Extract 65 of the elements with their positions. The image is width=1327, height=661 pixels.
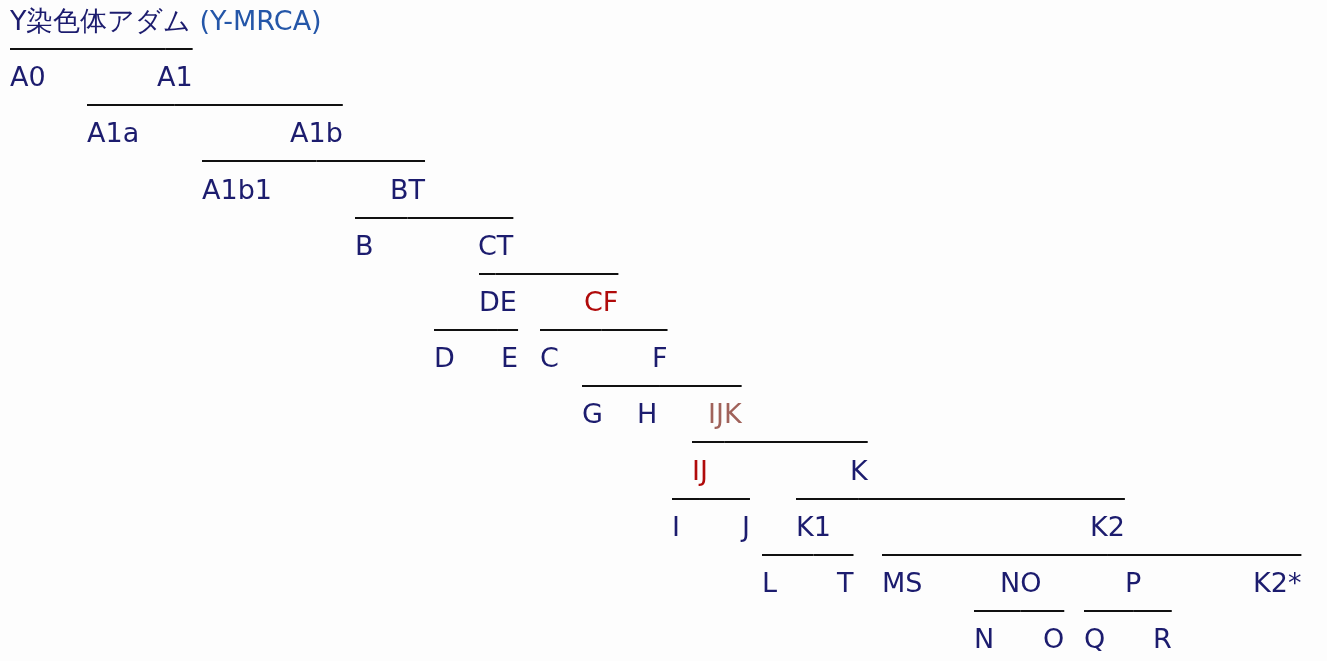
branch-line <box>354 217 409 219</box>
haplogroup-label: N <box>974 611 995 661</box>
branch-line <box>86 104 176 106</box>
haplogroup-label: K1 <box>796 498 831 555</box>
haplogroup-label: G <box>582 386 603 443</box>
branch-line <box>671 498 701 500</box>
branch-line <box>600 329 669 331</box>
branch-line <box>761 554 815 556</box>
link-text: (Y-MRCA) <box>199 5 322 36</box>
haplogroup-label: IJK <box>708 386 742 443</box>
branch-line <box>1083 610 1135 612</box>
haplogroup-label: O <box>1043 611 1065 661</box>
branch-line <box>494 273 620 275</box>
branch-line <box>496 329 520 331</box>
branch-line <box>478 273 497 275</box>
branch-line <box>812 554 855 556</box>
haplogroup-label: A0 <box>10 49 46 106</box>
haplogroup-label: K2 <box>1090 498 1125 555</box>
haplogroup-label: A1a <box>87 105 140 162</box>
haplogroup-label: CT <box>478 217 514 274</box>
branch-line <box>9 48 167 50</box>
branch-line <box>164 48 194 50</box>
branch-line <box>173 104 344 106</box>
haplogroup-label: MS <box>882 555 923 611</box>
branch-line <box>201 160 318 162</box>
branch-line <box>658 385 743 387</box>
branch-line <box>539 329 603 331</box>
haplogroup-label: A1b1 <box>202 161 272 218</box>
haplogroup-label: DE <box>479 274 517 330</box>
branch-line <box>433 329 499 331</box>
haplogroup-label: I <box>672 498 680 555</box>
branch-line <box>1106 554 1303 556</box>
branch-line <box>691 441 726 443</box>
haplogroup-label: K <box>850 442 868 499</box>
haplogroup-label: BT <box>390 161 425 218</box>
haplogroup-label: A1b <box>290 105 343 162</box>
haplogroup-label: J <box>742 498 750 555</box>
haplogroup-label: IJ <box>692 442 708 499</box>
branch-line <box>646 385 661 387</box>
haplogroup-label: Q <box>1084 611 1106 661</box>
haplogroup-label: F <box>652 330 668 387</box>
haplogroup-label: C <box>540 330 559 387</box>
haplogroup-label: L <box>762 555 778 611</box>
haplogroup-label: D <box>434 330 455 387</box>
branch-line <box>406 217 515 219</box>
root-label: Y染色体アダム <box>10 5 192 36</box>
branch-line <box>698 498 751 500</box>
branch-line <box>973 610 1022 612</box>
haplogroup-label: NO <box>1000 555 1042 611</box>
haplogroup-label: T <box>837 555 854 611</box>
haplogroup-label: CF <box>584 274 619 330</box>
haplogroup-label: P <box>1125 555 1142 611</box>
branch-line <box>315 160 426 162</box>
haplogroup-label: E <box>501 330 519 387</box>
haplogroup-label: B <box>355 217 374 274</box>
haplogroup-label: R <box>1153 611 1172 661</box>
branch-line <box>795 498 860 500</box>
branch-line <box>1019 554 1109 556</box>
branch-line <box>723 441 869 443</box>
branch-line <box>857 498 1126 500</box>
branch-line <box>1132 610 1173 612</box>
haplogroup-label: H <box>637 386 658 443</box>
haplogroup-label: K2* <box>1253 555 1302 611</box>
haplogroup-label: A1 <box>157 49 193 106</box>
branch-line <box>1019 610 1066 612</box>
